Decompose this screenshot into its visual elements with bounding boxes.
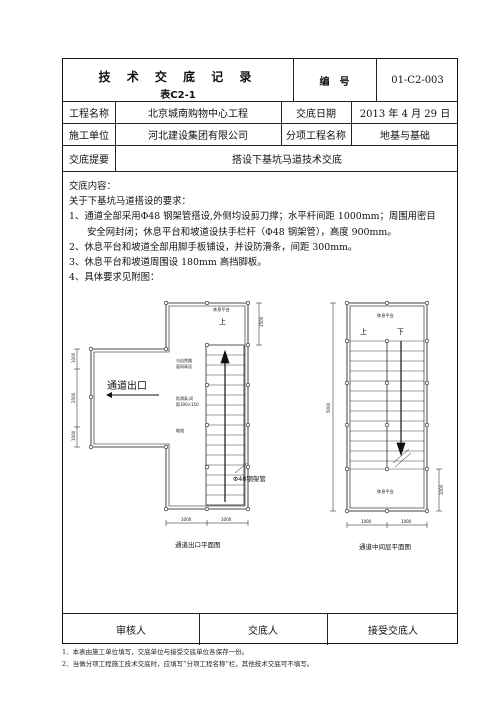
mid-dim-bottom-a: 1000 <box>361 519 372 524</box>
project-name-label: 工程名称 <box>69 108 109 120</box>
col-divider <box>293 59 294 101</box>
row-divider <box>63 101 457 102</box>
row-divider <box>63 171 457 172</box>
exit-dim-left-a: 1000 <box>71 352 76 363</box>
content-intro: 关于下基坑马道搭设的要求： <box>69 196 191 208</box>
number-label: 编 号 <box>319 76 350 88</box>
pipe-label: Φ48钢架管 <box>233 474 266 483</box>
contractor-value: 河北建设集团有限公司 <box>148 130 248 142</box>
exit-note-fence: 与自然路 <box>176 357 192 363</box>
col-divider <box>281 101 282 145</box>
mid-dim-left: 5000 <box>326 402 331 413</box>
exit-label: 通道出口 <box>107 379 147 392</box>
mid-platform-top-label: 休息平台 <box>377 312 394 319</box>
presenter-label: 交底人 <box>248 625 278 637</box>
exit-note-ramp: 坡道 <box>176 427 184 433</box>
content-item-3: 3、休息平台和坡道周围设 180mm 高挡脚板。 <box>69 257 267 269</box>
col-divider <box>327 613 328 645</box>
number-value: 01-C2-003 <box>391 74 444 86</box>
mid-platform-bottom-label: 休息平台 <box>377 488 394 495</box>
summary-value: 搭设下基坑马道技术交底 <box>232 154 342 166</box>
row-divider <box>63 145 457 146</box>
subproject-label: 分项工程名称 <box>286 130 346 142</box>
project-name-value: 北京城南购物中心工程 <box>148 108 248 120</box>
content-item-1: 1、通道全部采用Φ48 钢架管搭设,外侧均设剪刀撑；水平杆间距 1000mm；周… <box>69 211 436 223</box>
col-divider <box>115 101 116 171</box>
mid-dim-bottom-b: 1000 <box>401 519 412 524</box>
subproject-value: 地基与基础 <box>380 130 430 142</box>
middle-plan-caption: 通道中间层平面图 <box>359 542 411 551</box>
col-divider <box>376 59 377 101</box>
technical-disclosure-form: 技 术 交 底 记 录 表C2-1 编 号 01-C2-003 工程名称 北京城… <box>62 58 458 645</box>
exit-note-slip-2: 距300×150 <box>176 402 199 407</box>
exit-dim-bottom-b: 1000 <box>221 517 232 522</box>
exit-plan-caption: 通道出口平面图 <box>175 540 221 549</box>
footnote-1: 1．本表由施工单位填写，交底单位与接受交底单位各保存一份。 <box>62 648 249 656</box>
scaffold-drawings: 休息平台 上 与自然路 面同高设 防滑条,间 距300×150 坡道 通道出口 … <box>71 300 444 551</box>
content-item-1-cont: 安全网封闭；休息平台和坡道设扶手栏杆（Φ48 钢架管），高度 900mm。 <box>87 226 397 238</box>
date-value: 2013 年 4 月 29 日 <box>359 108 451 120</box>
date-label: 交底日期 <box>296 108 336 120</box>
disclosure-content: 交底内容： 关于下基坑马道搭设的要求： 1、通道全部采用Φ48 钢架管搭设,外侧… <box>69 179 449 285</box>
exit-dim-right: 1500 <box>259 316 264 327</box>
form-title: 技 术 交 底 记 录 <box>98 70 258 84</box>
exit-note-fence-2: 面同高设 <box>176 363 192 369</box>
receiver-label: 接受交底人 <box>368 625 418 637</box>
content-item-2: 2、休息平台和坡道全部用脚手板铺设，并设防滑条，间距 300mm。 <box>69 241 358 253</box>
middle-floor-plan-drawing <box>330 300 442 528</box>
exit-dim-left-c: 1000 <box>71 430 76 441</box>
col-divider <box>351 101 352 145</box>
exit-plan-drawing <box>74 300 262 526</box>
col-divider <box>199 613 200 645</box>
row-divider <box>63 613 457 614</box>
footnotes: 1．本表由施工单位填写，交底单位与接受交底单位各保存一份。 2．当做分项工程施工… <box>62 646 313 670</box>
exit-platform-label: 休息平台 <box>213 306 230 313</box>
mid-dim-right: 1000 <box>439 484 444 495</box>
row-divider <box>63 123 457 124</box>
content-item-4: 4、具体要求见附图： <box>69 272 160 284</box>
form-code: 表C2-1 <box>160 90 196 101</box>
mid-down-label: 下 <box>397 328 404 336</box>
exit-note-slip: 防滑条,间 <box>176 395 193 401</box>
exit-dim-left-b: 2500 <box>71 392 76 403</box>
exit-dim-bottom-a: 1000 <box>181 517 192 522</box>
content-heading: 交底内容： <box>69 181 116 192</box>
mid-up-label: 上 <box>360 327 367 336</box>
summary-label: 交底提要 <box>69 154 109 166</box>
contractor-label: 施工单位 <box>69 130 109 142</box>
reviewer-label: 审核人 <box>116 625 146 637</box>
footnote-2: 2．当做分项工程施工技术交底时，应填写“分项工程名称”栏，其他技术交底可不填写。 <box>62 660 314 668</box>
exit-up-label: 上 <box>219 317 226 326</box>
